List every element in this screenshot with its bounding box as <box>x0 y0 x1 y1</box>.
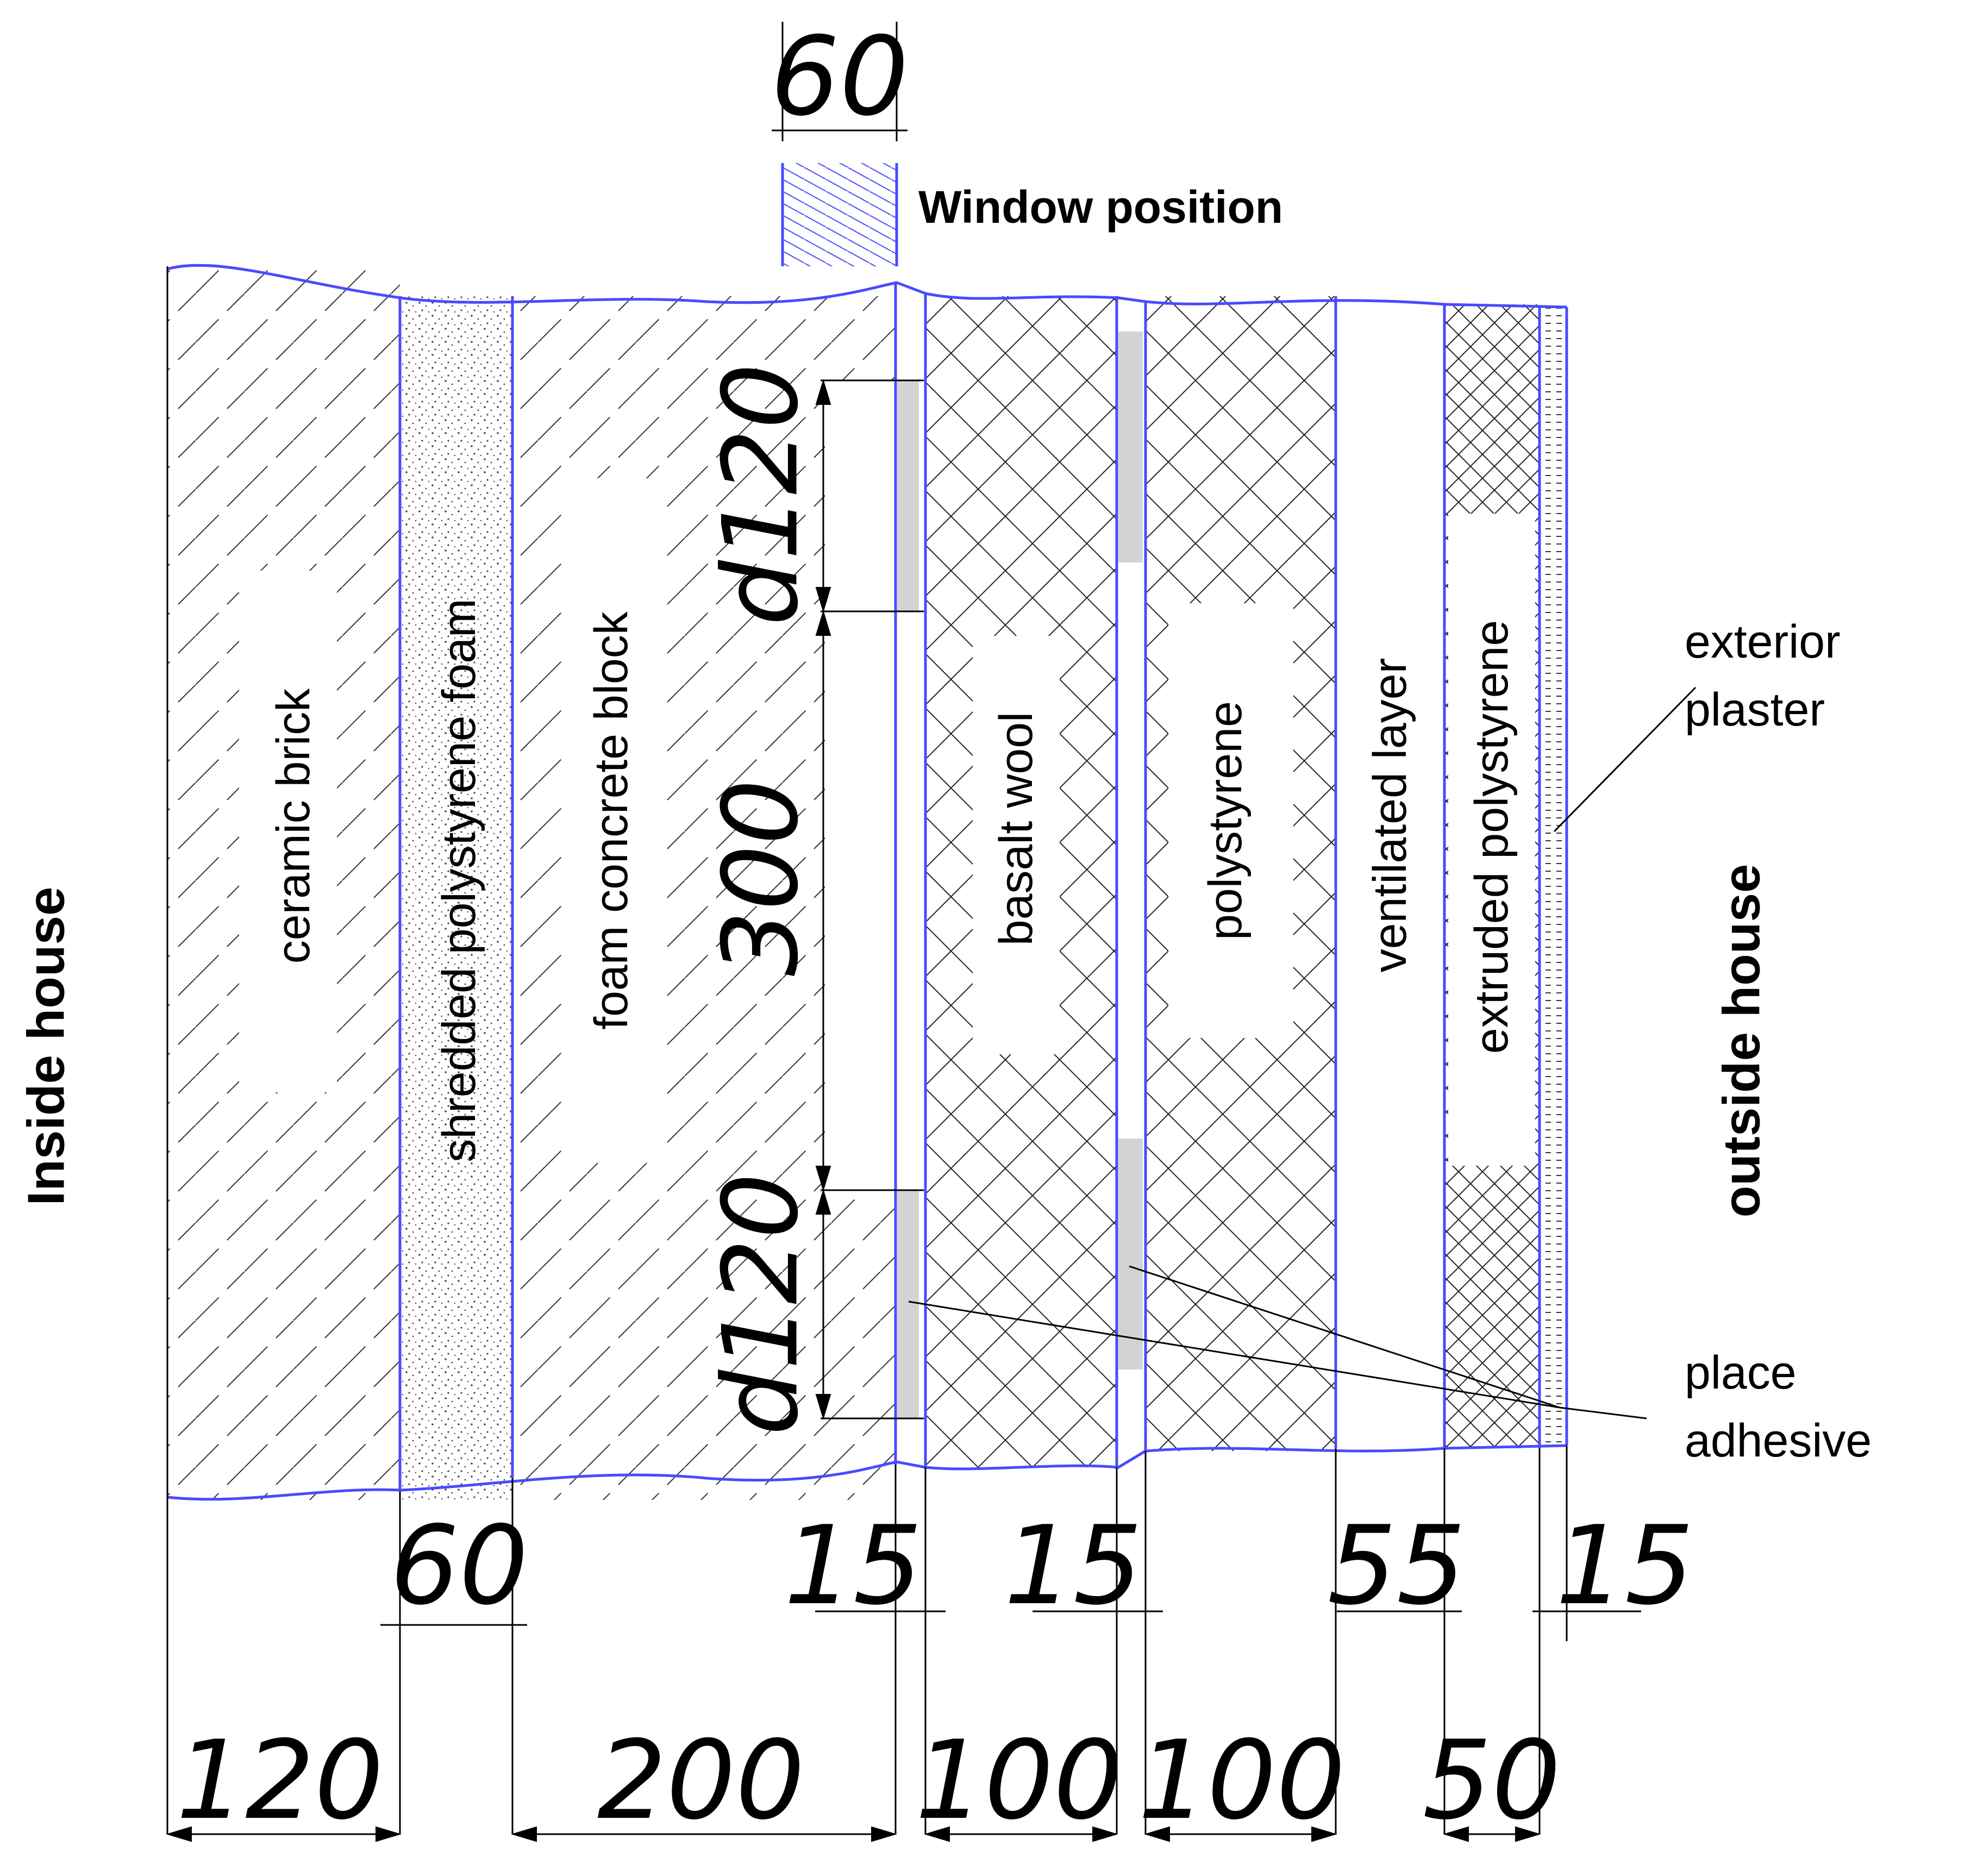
exterior-plaster-label-line1: exterior <box>1685 616 1841 668</box>
dim-d120-bottom: d120 <box>701 1173 821 1435</box>
outside-house-label: outside house <box>1713 864 1771 1218</box>
exterior-plaster-label-line2: plaster <box>1685 684 1825 736</box>
dim-300: 300 <box>701 779 821 977</box>
layer-boundaries <box>398 283 1568 1492</box>
dim-ventilated-55: 55 <box>1328 1503 1466 1629</box>
label-panel-extruded <box>1448 514 1535 1166</box>
dim-plaster-15: 15 <box>1556 1503 1694 1629</box>
dim-extruded-50: 50 <box>1423 1717 1561 1844</box>
adhesive-spot <box>1118 332 1143 562</box>
bottom-boundary <box>167 1444 1567 1501</box>
label-panel-basalt <box>973 636 1060 1054</box>
dim-basalt-100: 100 <box>915 1717 1123 1844</box>
label-panel-ceramic <box>239 571 337 1092</box>
label-panel-polystyrene <box>1168 603 1293 1038</box>
inside-house-label: Inside house <box>17 887 76 1206</box>
adhesive-spot <box>897 380 919 611</box>
dim-gap-15-a: 15 <box>784 1503 923 1629</box>
layer-label-basalt-wool: basalt wool <box>990 712 1042 946</box>
leader-lines <box>908 686 1697 1419</box>
place-adhesive-label-line1: place <box>1685 1347 1797 1399</box>
dim-window-60: 60 <box>771 14 909 140</box>
vertical-dimension-chain <box>815 379 924 1420</box>
label-panel-foam <box>565 478 663 1163</box>
layer-label-polystyrene: polystyrene <box>1199 701 1252 940</box>
dim-shredded-60: 60 <box>390 1503 529 1629</box>
dim-ceramic-120: 120 <box>176 1717 384 1844</box>
top-boundary <box>167 264 1567 309</box>
adhesive-spot <box>897 1190 919 1418</box>
dim-d120-top: d120 <box>701 363 821 626</box>
label-panel-dim-middle <box>825 380 896 1196</box>
window-hatch-edges <box>781 163 898 266</box>
window-position-label: Window position <box>918 182 1283 233</box>
adhesive-spot <box>1118 1139 1143 1370</box>
place-adhesive-label-line2: adhesive <box>1685 1415 1872 1467</box>
extension-lines <box>166 266 1568 1834</box>
layer-label-ventilated-layer: ventilated layer <box>1364 658 1416 972</box>
layer-label-ceramic-brick: ceramic brick <box>267 688 320 964</box>
dim-gap-15-b: 15 <box>1004 1503 1143 1629</box>
layer-exterior-plaster <box>1540 307 1567 1448</box>
window-dimension-lines <box>772 22 908 141</box>
window-hatch <box>783 163 897 266</box>
layer-label-extruded-polystyrene: extruded polystyrene <box>1466 620 1518 1054</box>
dimension-lines <box>166 1610 1641 1842</box>
layer-label-foam-concrete-block: foam concrete block <box>585 611 637 1030</box>
dim-foam-200: 200 <box>597 1717 805 1844</box>
dim-polystyrene-100: 100 <box>1138 1717 1346 1844</box>
layer-shredded-polystyrene-foam <box>400 296 512 1500</box>
layer-label-shredded-polystyrene-foam: shredded polystyrene foam <box>433 598 485 1162</box>
